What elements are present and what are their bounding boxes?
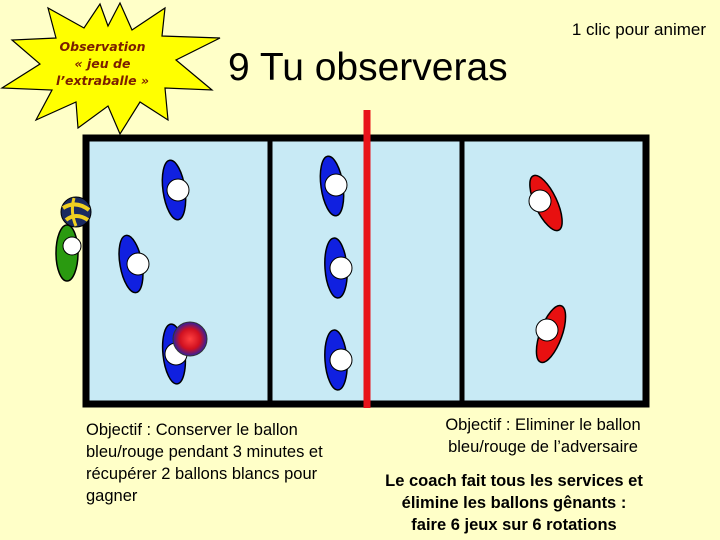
coach-note: Le coach fait tous les services et élimi… [364,470,664,536]
burst-label: Observation « jeu de l’extraballe » [40,38,165,89]
objective-right: Objectif : Eliminer le ballon bleu/rouge… [408,414,678,458]
coach-note-line: faire 6 jeux sur 6 rotations [411,516,617,534]
volleyball [60,196,92,228]
blue-player [118,234,150,294]
animate-hint[interactable]: 1 clic pour animer [571,20,706,39]
red-player [535,304,567,364]
coach-note-line: élimine les ballons gênants : [401,494,627,512]
burst-line: Observation [59,39,146,54]
objective-left-line: gagner [86,487,138,505]
blue-player [161,159,190,221]
starburst-shape [0,1,221,136]
objective-right-line: bleu/rouge de l’adversaire [448,438,638,456]
coach-note-line: Le coach fait tous les services et [385,472,643,490]
objective-right-line: Objectif : Eliminer le ballon [445,416,641,434]
blue-player [324,237,353,299]
coach-player [55,224,82,282]
blue-player [319,155,348,217]
burst-line: l’extraballe » [55,73,150,88]
slide-title: 9 Tu observeras [228,46,508,89]
red-player [528,174,563,232]
objective-left-line: récupérer 2 ballons blancs pour [86,465,318,483]
objective-left: Objectif : Conserver le ballon bleu/roug… [86,419,356,507]
objective-left-line: bleu/rouge pendant 3 minutes et [86,443,323,461]
burst-line: « jeu de [74,56,131,71]
starburst [0,1,221,136]
blue-player [324,329,353,391]
red-blue-ball [172,321,208,357]
objective-left-line: Objectif : Conserver le ballon [86,421,298,439]
